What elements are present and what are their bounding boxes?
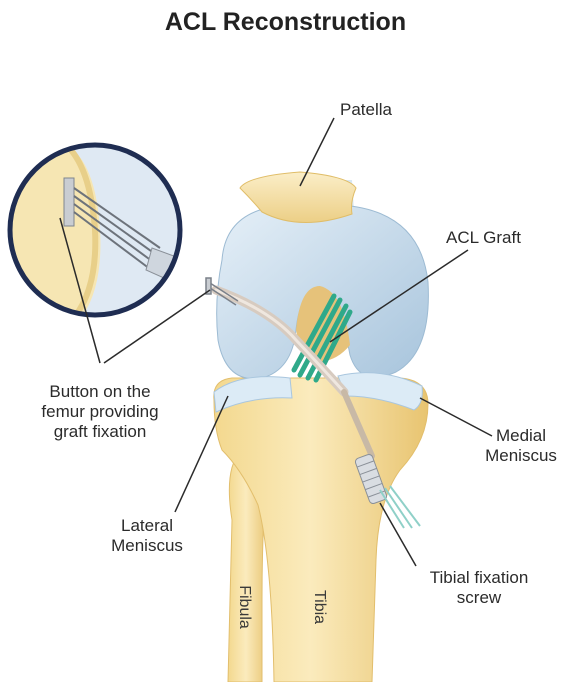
label-tibia: Tibia <box>310 590 328 624</box>
label-tibial-line-1: Tibial fixation <box>414 568 544 588</box>
label-lateral-line-1: Lateral <box>102 516 192 536</box>
label-patella: Patella <box>340 100 392 120</box>
label-medial-meniscus: Medial Meniscus <box>478 426 564 466</box>
label-button-line-1: Button on the <box>20 382 180 402</box>
label-button-line-2: femur providing <box>20 402 180 422</box>
label-button-line-3: graft fixation <box>20 422 180 442</box>
inset-magnifier <box>0 140 190 330</box>
label-tibial-screw: Tibial fixation screw <box>414 568 544 608</box>
label-button-femur: Button on the femur providing graft fixa… <box>20 382 180 442</box>
label-lateral-line-2: Meniscus <box>102 536 192 556</box>
label-fibula: Fibula <box>235 585 253 629</box>
label-tibial-line-2: screw <box>414 588 544 608</box>
label-acl-graft: ACL Graft <box>446 228 521 248</box>
diagram-title: ACL Reconstruction <box>0 8 571 37</box>
label-medial-line-1: Medial <box>478 426 564 446</box>
label-lateral-meniscus: Lateral Meniscus <box>102 516 192 556</box>
label-medial-line-2: Meniscus <box>478 446 564 466</box>
leader-lateral-meniscus <box>175 396 228 512</box>
